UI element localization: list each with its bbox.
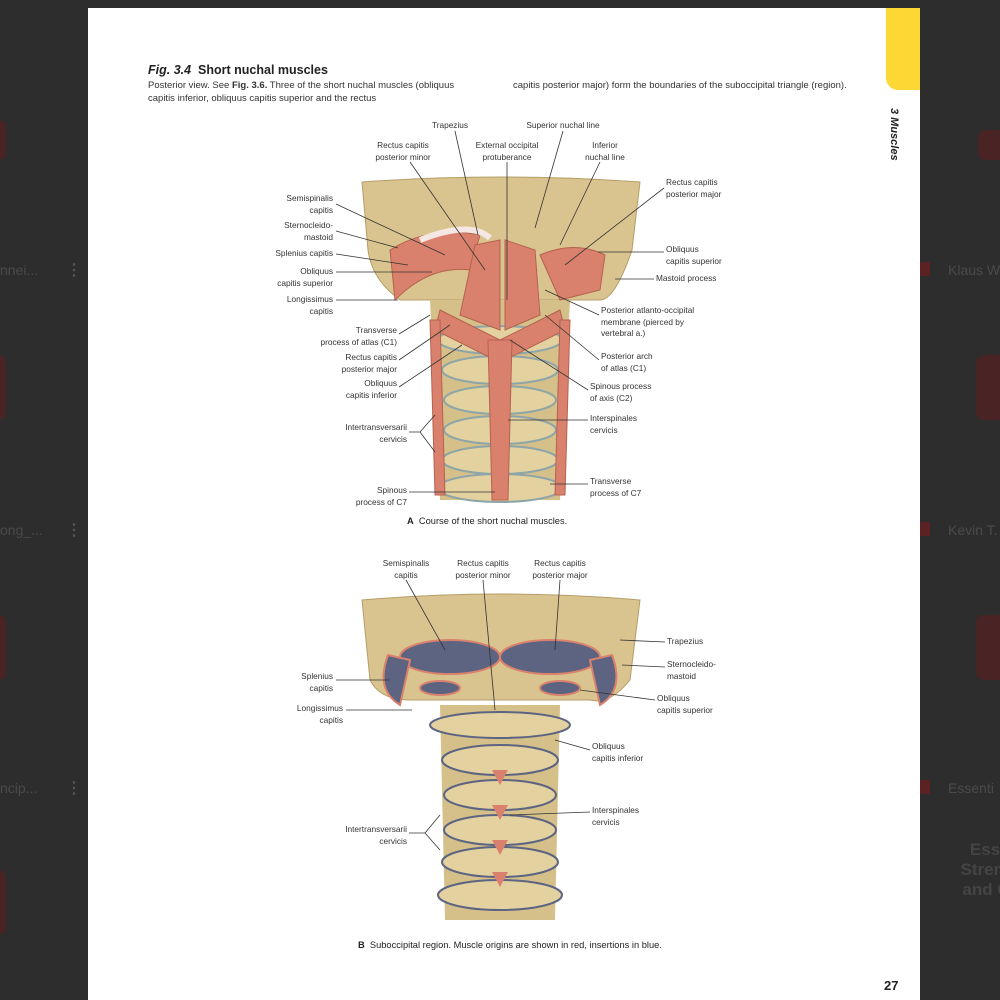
label-spinous-axis: Spinous process of axis (C2) [590,381,652,403]
thumbnail-text: Essen Strengt and Co [940,840,1000,900]
thumb-line: Essen [969,840,1000,859]
label-obliquus-superior-right: Obliquus capitis superior [666,244,722,266]
figure-a-caption: A Course of the short nuchal muscles. [407,516,567,526]
intro-paragraph-right: capitis posterior major) form the bounda… [513,80,847,91]
figure-a-drawing [361,176,641,503]
caption-text: Suboccipital region. Muscle origins are … [369,940,662,950]
label-obliquus-superior-left: Obliquus capitis superior [277,266,333,288]
file-name[interactable]: ong_... [0,522,43,538]
label-b-splenius: Splenius capitis [301,671,333,693]
label-b-interspinales: Interspinales cervicis [592,805,640,827]
file-thumbnail[interactable] [0,120,6,160]
leader-lines [335,130,666,851]
label-b-longissimus: Longissimus capitis [296,703,343,725]
muscles [389,231,606,501]
intro-text: Posterior view. See [148,80,232,91]
intro-paragraph-left: Posterior view. See Fig. 3.6. Three of t… [148,80,478,105]
label-longissimus: Longissimus capitis [286,294,333,316]
chapter-tab [886,8,920,90]
label-rcp-major-left: Rectus capitis posterior major [341,352,397,374]
label-trapezius: Trapezius [431,120,469,130]
label-b-intertransversarii: Intertransversarii cervicis [345,824,407,846]
pdf-icon [920,780,930,794]
file-name[interactable]: Essenti [948,780,994,796]
label-atlanto-occipital-membrane: Posterior atlanto-occipital membrane (pi… [601,305,695,338]
label-superior-nuchal-line: Superior nuchal line [526,120,600,130]
file-thumbnail[interactable] [0,870,6,935]
figure-reference[interactable]: Fig. 3.6. [231,80,268,91]
file-name[interactable]: Kevin T. [948,522,998,538]
more-options-icon[interactable]: ⋮ [66,522,82,539]
page-number: 27 [884,978,899,993]
vertebrae [429,711,571,911]
pdf-icon [920,522,930,536]
label-transverse-process-atlas: Transverse process of atlas (C1) [320,325,397,347]
label-rcp-major-right: Rectus capitis posterior major [666,177,722,199]
label-sternocleidomastoid: Sternocleido- mastoid [284,220,333,242]
label-b-rcp-minor: Rectus capitis posterior minor [455,558,511,580]
label-posterior-arch-atlas: Posterior arch of atlas (C1) [601,351,653,373]
file-thumbnail[interactable] [0,615,6,680]
thumb-line: Strengt [960,860,1000,879]
file-name[interactable]: nnei... [0,262,39,278]
label-b-trapezius: Trapezius [667,636,704,646]
label-semispinalis: Semispinalis capitis [286,193,333,215]
label-b-semispinalis: Semispinalis capitis [382,558,430,580]
file-name[interactable]: Klaus W [948,262,1000,278]
label-mastoid-process: Mastoid process [656,273,717,283]
file-thumbnail[interactable] [976,615,1000,680]
label-rcp-minor: Rectus capitis posterior minor [375,140,431,162]
label-b-rcp-major: Rectus capitis posterior major [532,558,588,580]
label-external-occipital-protuberance: External occipital protuberance [475,140,539,162]
label-b-obliquus-inferior: Obliquus capitis inferior [592,741,644,763]
label-spinous-c7: Spinous process of C7 [355,485,407,507]
pdf-icon [920,262,930,276]
more-options-icon[interactable]: ⋮ [66,262,82,279]
label-intertransversarii: Intertransversarii cervicis [345,422,407,444]
file-thumbnail[interactable] [978,130,1000,160]
label-inferior-nuchal-line: Inferior nuchal line [585,140,625,162]
spinous-muscle-origins [492,770,508,887]
figure-b-drawing [361,593,641,920]
label-transverse-process-c7: Transverse process of C7 [590,476,642,498]
file-thumbnail[interactable] [976,355,1000,420]
caption-text: Course of the short nuchal muscles. [418,516,568,526]
figure-title-text: Short nuchal muscles [198,63,328,77]
label-obliquus-inferior: Obliquus capitis inferior [345,378,397,400]
more-options-icon[interactable]: ⋮ [66,780,82,797]
caption-letter: A [407,516,414,526]
figure-b-caption: B Suboccipital region. Muscle origins ar… [358,940,662,950]
caption-letter: B [358,940,365,950]
chapter-label: 3 Muscles [888,108,900,161]
figure-number: Fig. 3.4 [148,63,192,77]
label-splenius: Splenius capitis [275,248,333,258]
file-name[interactable]: ncip... [0,780,38,796]
thumb-line: and Co [962,880,1000,899]
figure-title: Fig. 3.4 Short nuchal muscles [148,63,328,77]
file-thumbnail[interactable] [0,355,6,420]
label-interspinales: Interspinales cervicis [590,413,638,435]
intro-text: Three of the short nuchal muscles (obliq… [148,80,455,104]
label-b-obliquus-superior: Obliquus capitis superior [657,693,713,715]
muscle-insertions [382,639,618,707]
label-b-sternocleidomastoid: Sternocleido- mastoid [667,659,716,681]
